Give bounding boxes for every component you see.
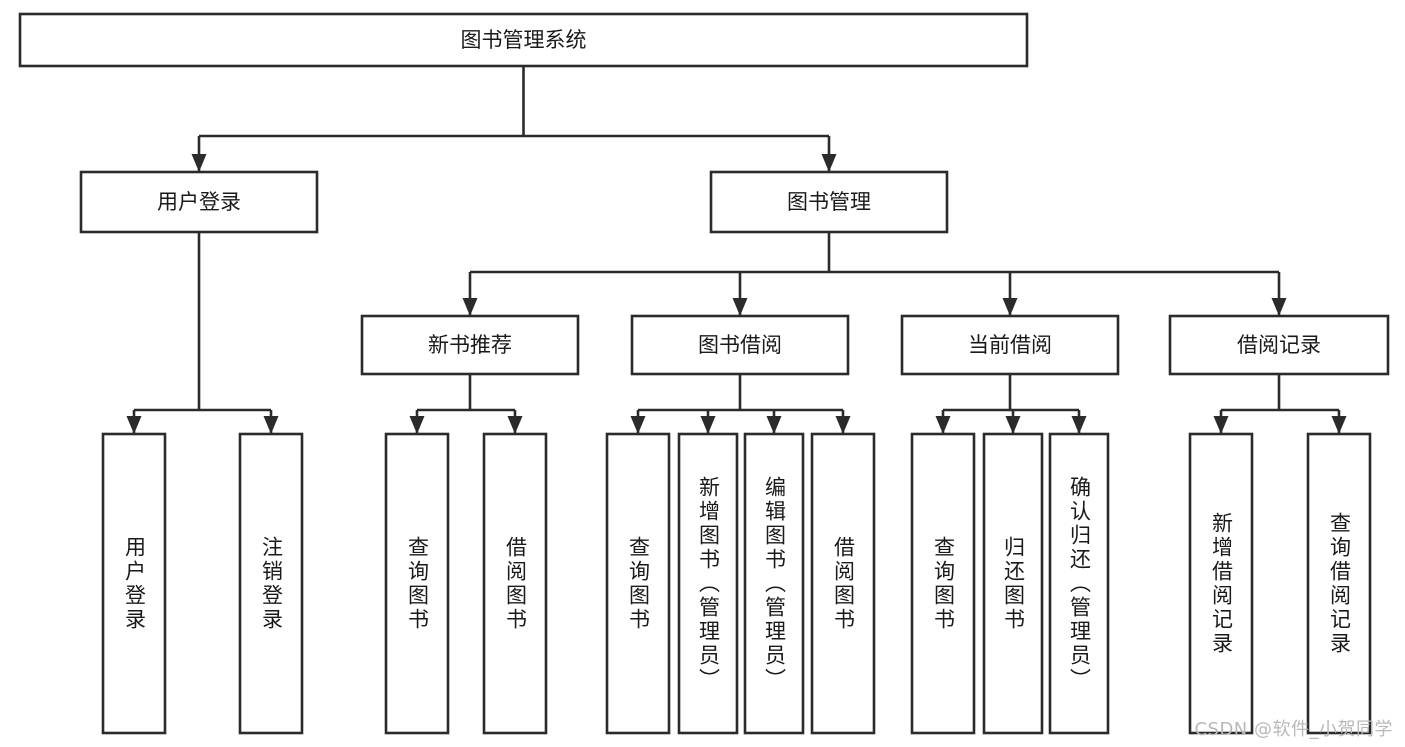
leaf-node-5[interactable]	[677, 432, 739, 735]
leaf-node-11[interactable]	[1188, 432, 1254, 735]
root-node-book-management-system[interactable]	[18, 12, 1029, 68]
leaf-node-0[interactable]	[101, 432, 167, 735]
book-borrow-arrow-3	[835, 416, 851, 434]
level3-node-1[interactable]	[630, 314, 850, 376]
leaf-node-12[interactable]	[1306, 432, 1372, 735]
book-borrow-arrow-1	[700, 416, 716, 434]
borrow-record-arrow-1	[1331, 416, 1347, 434]
leaf-node-7[interactable]	[810, 432, 876, 735]
leaf-node-1[interactable]	[238, 432, 304, 735]
level3-node-2[interactable]	[900, 314, 1120, 376]
level3-node-0-label: 新书推荐	[428, 333, 512, 357]
level3-node-1-label: 图书借阅	[698, 333, 782, 357]
root-arrow-0	[191, 154, 207, 172]
connectors-layer	[126, 66, 1347, 434]
user-login-arrow-0	[126, 416, 142, 434]
leaf-node-6[interactable]	[743, 432, 805, 735]
leaf-node-8[interactable]	[910, 432, 976, 735]
book-mgmt-arrow-3	[1271, 298, 1287, 316]
boxes-layer	[18, 12, 1390, 735]
root-node-book-management-system-label: 图书管理系统	[461, 28, 587, 52]
borrow-record-arrow-0	[1213, 416, 1229, 434]
current-borrow-arrow-1	[1005, 416, 1021, 434]
level3-node-3-label: 借阅记录	[1237, 333, 1321, 357]
current-borrow-arrow-2	[1071, 416, 1087, 434]
level2-node-0[interactable]	[79, 170, 319, 234]
book-mgmt-arrow-1	[732, 298, 748, 316]
user-login-arrow-1	[263, 416, 279, 434]
leaf-node-10[interactable]	[1048, 432, 1110, 735]
new-book-rec-arrow-1	[507, 416, 523, 434]
level3-node-3[interactable]	[1168, 314, 1390, 376]
level2-node-1-label: 图书管理	[787, 190, 871, 214]
book-mgmt-arrow-0	[462, 298, 478, 316]
book-borrow-arrow-2	[766, 416, 782, 434]
current-borrow-arrow-0	[935, 416, 951, 434]
leaf-node-3[interactable]	[482, 432, 548, 735]
leaf-node-2[interactable]	[384, 432, 450, 735]
leaf-node-4[interactable]	[605, 432, 671, 735]
leaf-node-9[interactable]	[982, 432, 1044, 735]
book-borrow-arrow-0	[630, 416, 646, 434]
new-book-rec-arrow-0	[409, 416, 425, 434]
level3-node-2-label: 当前借阅	[968, 333, 1052, 357]
level2-node-0-label: 用户登录	[157, 190, 241, 214]
watermark-text: CSDN @软件_小贺同学	[1194, 719, 1393, 740]
root-arrow-1	[821, 154, 837, 172]
level3-node-0[interactable]	[360, 314, 580, 376]
level2-node-1[interactable]	[709, 170, 949, 234]
book-mgmt-arrow-2	[1002, 298, 1018, 316]
